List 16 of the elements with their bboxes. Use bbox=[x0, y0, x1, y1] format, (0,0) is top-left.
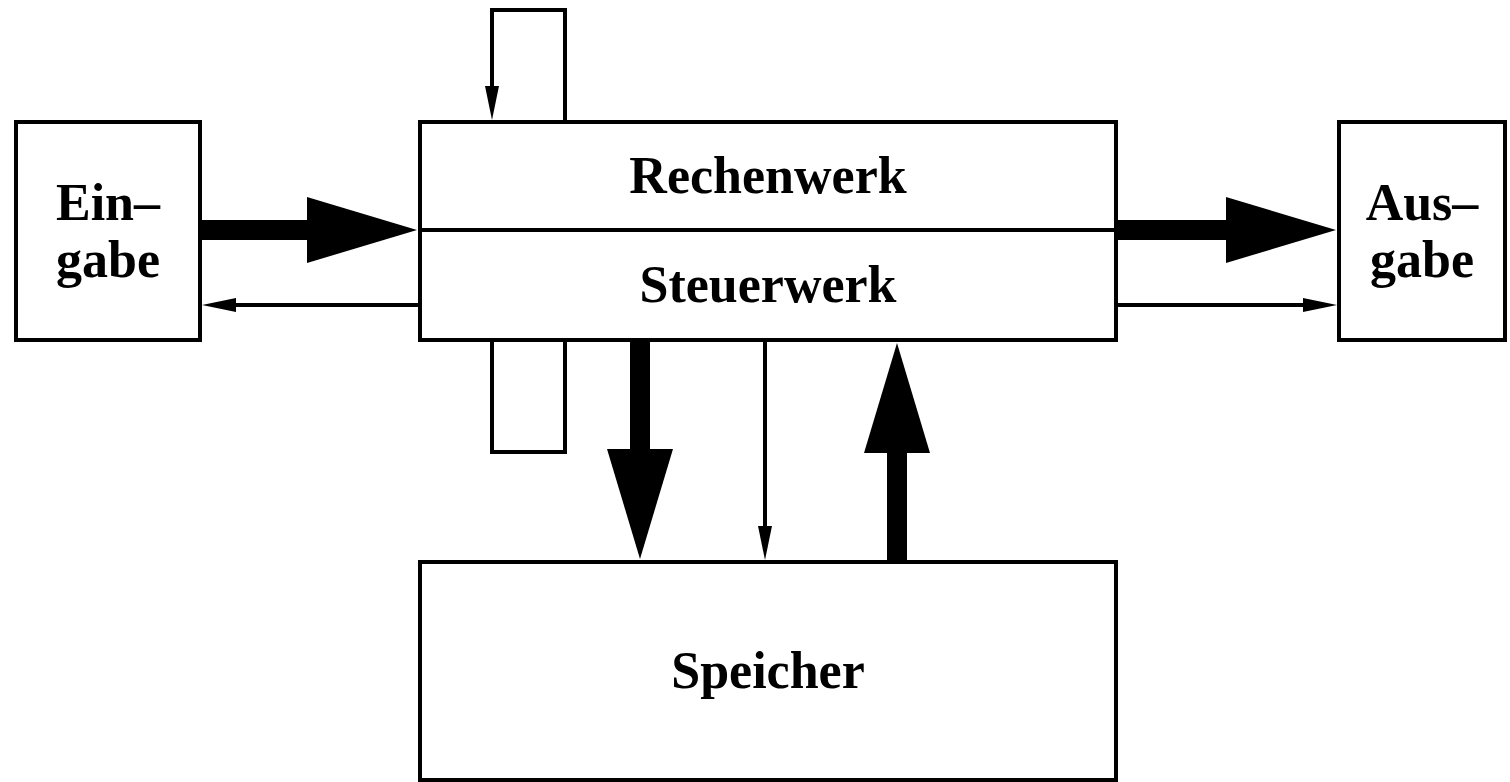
arrow bbox=[758, 342, 772, 560]
arrow bbox=[202, 298, 418, 312]
process-box bbox=[1337, 120, 1507, 342]
arrow bbox=[1118, 197, 1336, 263]
arrow bbox=[485, 8, 567, 120]
box-label: Ein– gabe bbox=[54, 173, 162, 289]
box-label: Speicher bbox=[671, 642, 865, 700]
process-box bbox=[418, 560, 1118, 782]
box-label: Rechenwerk bbox=[629, 147, 907, 205]
arrow bbox=[607, 342, 673, 559]
arrow bbox=[202, 197, 417, 263]
arrow bbox=[1118, 298, 1337, 312]
box-label: Steuerwerk bbox=[639, 256, 897, 314]
process-box bbox=[14, 120, 202, 342]
arrow bbox=[864, 343, 930, 560]
box-label: Aus– gabe bbox=[1364, 173, 1480, 289]
